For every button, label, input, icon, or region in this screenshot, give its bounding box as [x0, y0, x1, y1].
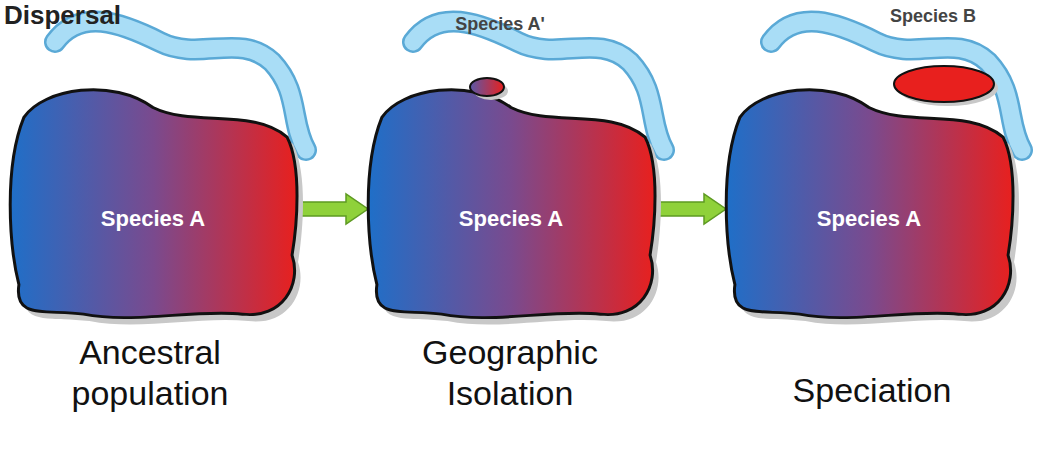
- species-label: Species A: [4, 206, 302, 232]
- species-label: Species A: [720, 206, 1018, 232]
- land-region: Species A: [362, 78, 660, 324]
- island-region: Species B: [865, 6, 1001, 118]
- island-region: Species A': [447, 14, 553, 100]
- land-region: Species A: [720, 78, 1018, 324]
- land-region: Species A: [4, 78, 302, 324]
- diagram-title: Dispersal: [4, 0, 121, 31]
- species-label: Species A': [447, 14, 553, 35]
- stage-caption: Ancestral population: [5, 332, 295, 414]
- land-region: [4, 78, 302, 324]
- land-outline: [368, 90, 655, 318]
- stage-caption: Geographic Isolation: [365, 332, 655, 414]
- species-label: Species A: [362, 206, 660, 232]
- land-region: [362, 78, 660, 324]
- species-label: Species B: [865, 6, 1001, 27]
- land-outline: [726, 90, 1013, 318]
- island-outline: [894, 66, 994, 102]
- land-region: [720, 78, 1018, 324]
- stage-caption: Speciation: [727, 370, 1017, 411]
- land-outline: [10, 90, 297, 318]
- island-outline: [470, 78, 504, 96]
